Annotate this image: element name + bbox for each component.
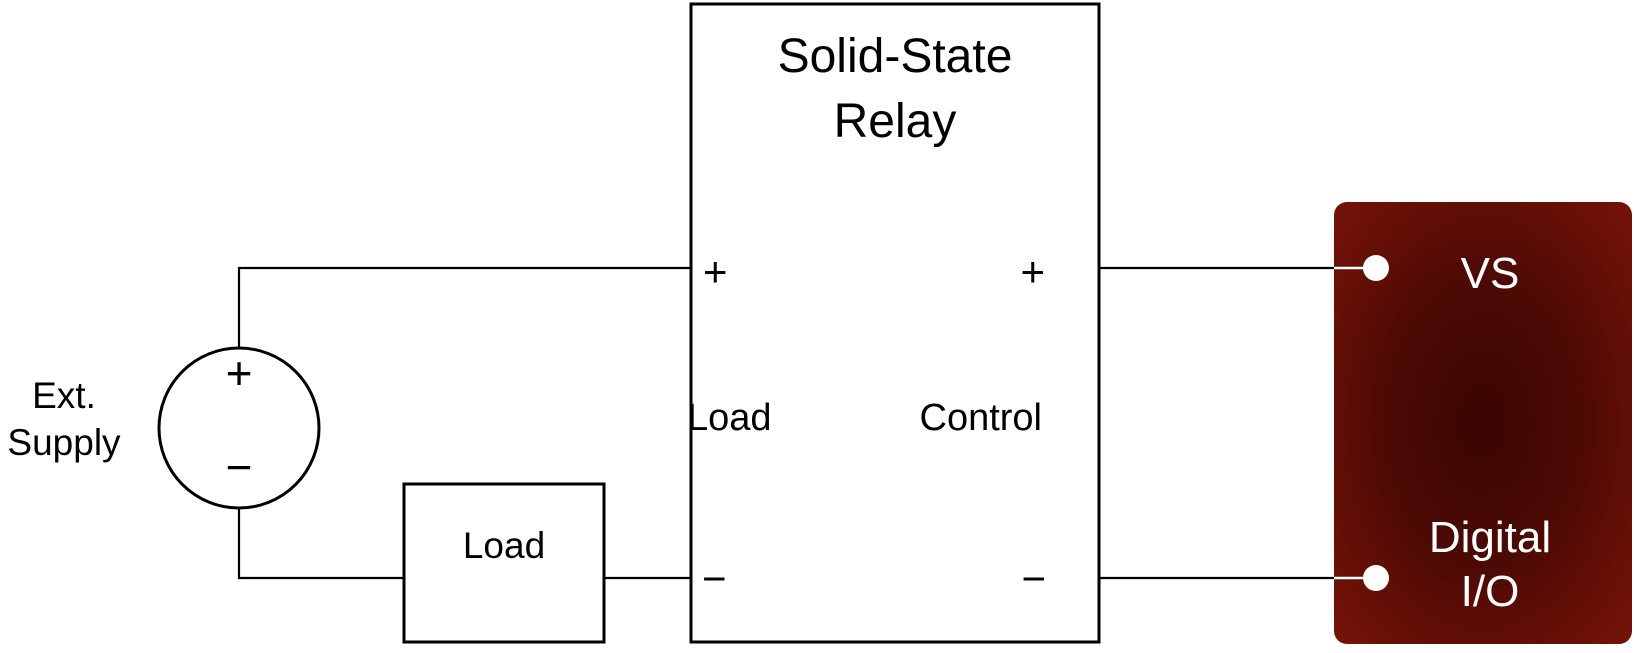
- supply-minus-label: −: [226, 441, 253, 493]
- load-box: [402, 482, 606, 644]
- supply-label-line1: Ext.: [32, 375, 96, 416]
- relay-load-side-label: Load: [687, 397, 772, 439]
- device-dio-label-line1: Digital: [1429, 513, 1551, 562]
- relay-control-minus-label: −: [1021, 555, 1046, 602]
- wire-supply-minus-to-load-box: [237, 507, 406, 580]
- relay-load-minus-label: −: [702, 555, 727, 602]
- relay-box: [689, 2, 1101, 644]
- relay-title-line2: Relay: [834, 95, 957, 148]
- relay-load-plus-label: +: [703, 248, 728, 295]
- supply-label-line2: Supply: [7, 422, 121, 463]
- device-dio-pin-dot: [1363, 565, 1389, 591]
- load-box-label: Load: [463, 525, 545, 566]
- relay-title-line1: Solid-State: [778, 30, 1013, 83]
- supply-plus-label: +: [226, 347, 253, 399]
- wire-supply-plus-to-relay-load-plus: [237, 266, 693, 350]
- device-block: [1334, 202, 1632, 644]
- device-vs-pin-dot: [1363, 255, 1389, 281]
- device-vs-label: VS: [1461, 249, 1520, 298]
- device-dio-label-line2: I/O: [1461, 567, 1520, 616]
- voltage-source-symbol: [157, 346, 321, 510]
- relay-control-side-label: Control: [920, 397, 1043, 439]
- relay-control-plus-label: +: [1020, 248, 1045, 295]
